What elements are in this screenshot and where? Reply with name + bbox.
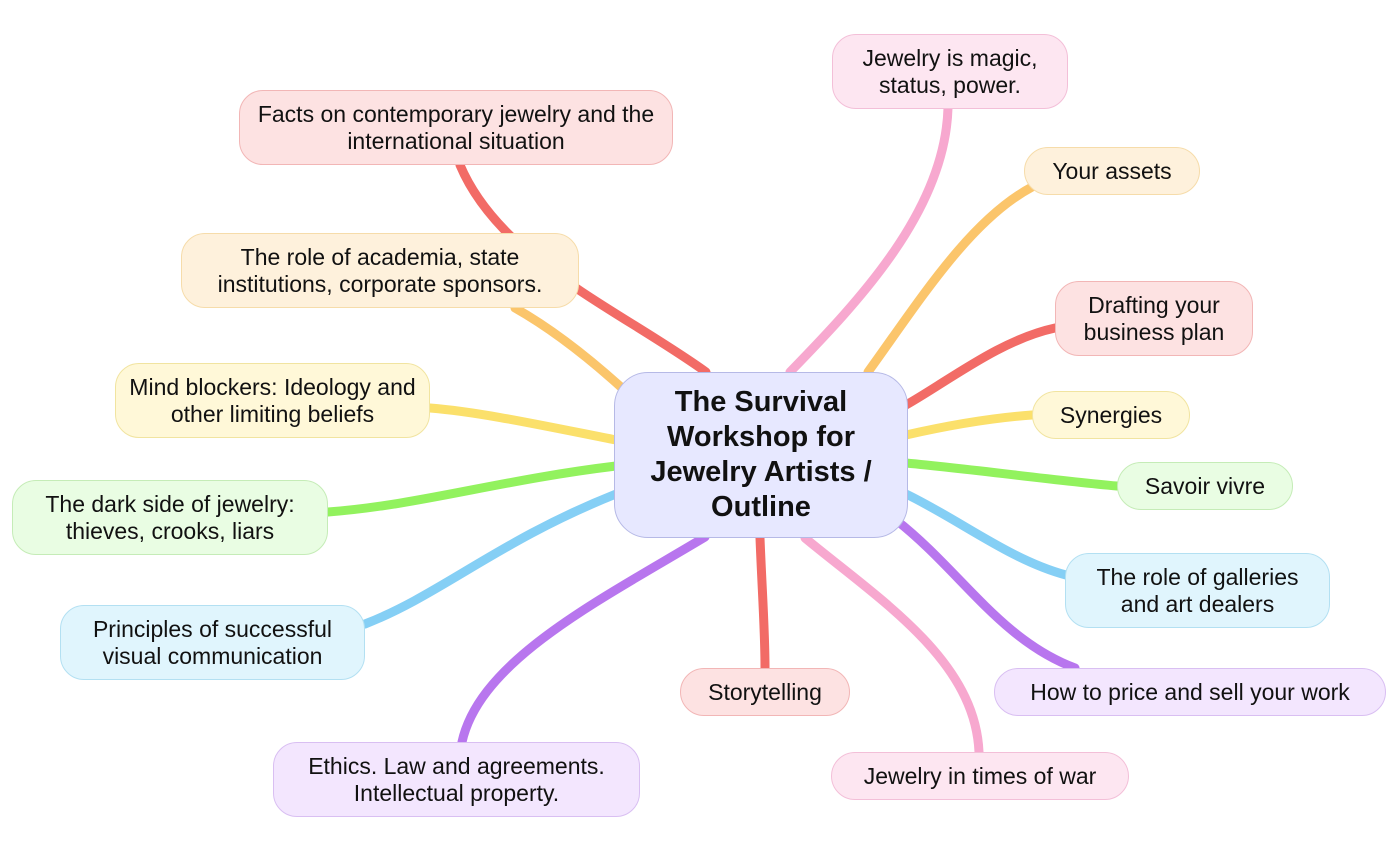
topic-galleries[interactable]: The role of galleries and art dealers bbox=[1065, 553, 1330, 628]
branch-academia bbox=[510, 303, 627, 393]
branch-mind-blockers bbox=[425, 403, 621, 445]
topic-savoir-vivre[interactable]: Savoir vivre bbox=[1117, 462, 1293, 510]
branch-savoir-vivre bbox=[901, 458, 1122, 491]
branch-visual-communication bbox=[360, 489, 621, 629]
topic-mind-blockers[interactable]: Mind blockers: Ideology and other limiti… bbox=[115, 363, 430, 438]
branch-price-and-sell bbox=[891, 515, 1080, 673]
topic-ethics[interactable]: Ethics. Law and agreements. Intellectual… bbox=[273, 742, 640, 817]
topic-storytelling[interactable]: Storytelling bbox=[680, 668, 850, 716]
topic-dark-side[interactable]: The dark side of jewelry: thieves, crook… bbox=[12, 480, 328, 555]
branch-times-of-war bbox=[800, 533, 984, 757]
branch-storytelling bbox=[755, 533, 770, 673]
branch-synergies bbox=[901, 410, 1037, 440]
branch-business-plan bbox=[901, 323, 1060, 410]
topic-synergies[interactable]: Synergies bbox=[1032, 391, 1190, 439]
branch-assets bbox=[863, 182, 1037, 377]
topic-business-plan[interactable]: Drafting your business plan bbox=[1055, 281, 1253, 356]
topic-facts[interactable]: Facts on contemporary jewelry and the in… bbox=[239, 90, 673, 165]
topic-visual-communication[interactable]: Principles of successful visual communic… bbox=[60, 605, 365, 680]
topic-times-of-war[interactable]: Jewelry in times of war bbox=[831, 752, 1129, 800]
topic-assets[interactable]: Your assets bbox=[1024, 147, 1200, 195]
branch-dark-side bbox=[323, 461, 621, 517]
topic-magic[interactable]: Jewelry is magic, status, power. bbox=[832, 34, 1068, 109]
topic-academia[interactable]: The role of academia, state institutions… bbox=[181, 233, 579, 308]
branch-galleries bbox=[901, 489, 1071, 580]
branch-ethics bbox=[457, 532, 710, 747]
central-topic[interactable]: The Survival Workshop for Jewelry Artist… bbox=[614, 372, 908, 538]
topic-price-and-sell[interactable]: How to price and sell your work bbox=[994, 668, 1386, 716]
branch-magic bbox=[785, 103, 953, 377]
